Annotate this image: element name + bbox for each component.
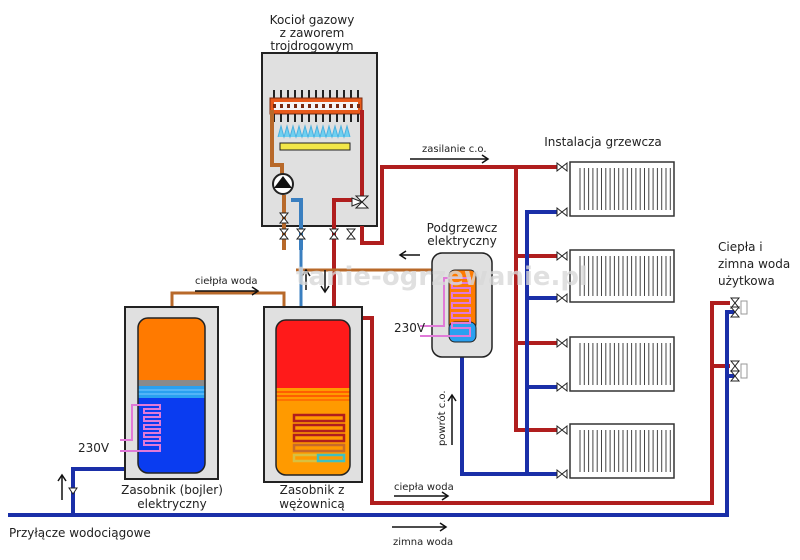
valve-icon <box>729 370 741 382</box>
valve-icon <box>556 292 568 304</box>
radiator-3 <box>556 336 675 393</box>
tank-voltage: 230V <box>78 441 110 455</box>
valve-icon <box>556 381 568 393</box>
up-arrow-icon <box>301 268 311 290</box>
preheater-voltage: 230V <box>394 321 426 335</box>
valve-icon <box>556 468 568 480</box>
water-mains-label: Przyłącze wodociągowe <box>9 526 151 540</box>
gas-boiler: Kocioł gazowy z zaworem trojdrogowym <box>261 13 378 250</box>
circulation-pump-icon <box>272 173 294 195</box>
valve-icon <box>328 228 340 240</box>
valve-icon <box>729 360 741 372</box>
three-way-valve-icon <box>351 195 370 209</box>
radiator-2 <box>556 249 675 304</box>
coil-loop <box>292 443 346 453</box>
valve-icon <box>278 212 290 224</box>
cold-water-label: zimna woda <box>393 537 453 548</box>
valve-icon <box>295 228 307 240</box>
mixer-tap-icons <box>729 297 748 382</box>
boiler-title-line1: Kocioł gazowy <box>270 13 355 27</box>
coil-tank: Zasobnik z wężownicą <box>263 306 363 511</box>
hot-water-top-label: ciełpła woda <box>195 276 258 287</box>
electric-tank: 230V Zasobnik (bojler) elektryczny <box>78 306 223 511</box>
preheater-label-line1: Podgrzewcz <box>427 221 498 235</box>
coil-loop <box>292 413 346 423</box>
valve-icon <box>556 337 568 349</box>
heating-installation-label: Instalacja grzewcza <box>544 135 662 149</box>
mains-arrow-icon <box>57 473 67 500</box>
domestic-water-label-3: użytkowa <box>718 274 775 288</box>
coil-loop <box>292 433 346 443</box>
electric-tank-label-2: elektryczny <box>137 497 206 511</box>
radiator-4 <box>556 423 675 480</box>
coil-loop <box>316 453 346 463</box>
valve-icon <box>345 228 357 240</box>
cold-water-arrow-icon <box>392 522 448 532</box>
hot-water-top-arrow-icon <box>195 286 260 296</box>
radiator-1 <box>556 161 675 218</box>
coil-heat-exchanger-icon <box>292 413 346 463</box>
supply-co-label: zasilanie c.o. <box>422 144 487 155</box>
coil-tank-label-2: wężownicą <box>279 497 345 511</box>
domestic-water-label-1: Ciepła i <box>718 240 763 254</box>
check-valve-icon <box>68 487 78 495</box>
shutoff-valve-icons <box>278 212 357 240</box>
hot-water-bottom-label: ciepła woda <box>394 482 454 493</box>
down-arrow-icon <box>320 270 330 294</box>
valve-icon <box>556 424 568 436</box>
return-arrow-icon <box>447 393 457 445</box>
valve-icon <box>729 306 741 318</box>
electric-tank-label-1: Zasobnik (bojler) <box>121 483 223 497</box>
burner-bar <box>279 142 351 151</box>
return-co-label: powrót c.o. <box>436 390 448 446</box>
tank-heating-element-icon <box>120 404 161 452</box>
valve-icon <box>556 206 568 218</box>
valve-icon <box>556 250 568 262</box>
valve-icon <box>729 297 741 309</box>
valve-icon <box>556 161 568 173</box>
supply-arrow-icon <box>410 154 490 164</box>
coil-tank-label-1: Zasobnik z <box>280 483 345 497</box>
heating-element-icon <box>420 277 471 337</box>
boiler-title-line3: trojdrogowym <box>270 39 353 53</box>
hot-water-bottom-arrow-icon <box>394 491 450 501</box>
valve-icon <box>278 228 290 240</box>
electric-preheater: Podgrzewcz elektryczny 230V <box>394 221 498 358</box>
boiler-title-line2: z zaworem <box>280 26 345 40</box>
radiators <box>556 161 675 480</box>
preheater-arrow-icon <box>398 250 420 260</box>
heat-exchanger <box>269 90 363 122</box>
watermark: tanie-ogrzewanie.pl <box>296 262 588 292</box>
domestic-water-label-2: zimna woda <box>718 257 790 271</box>
preheater-label-line2: elektryczny <box>427 234 496 248</box>
coil-loop <box>292 423 346 433</box>
tap-spout-icon <box>740 363 748 379</box>
tap-spout-icon <box>740 300 748 315</box>
burner-flame-icon <box>277 124 351 139</box>
